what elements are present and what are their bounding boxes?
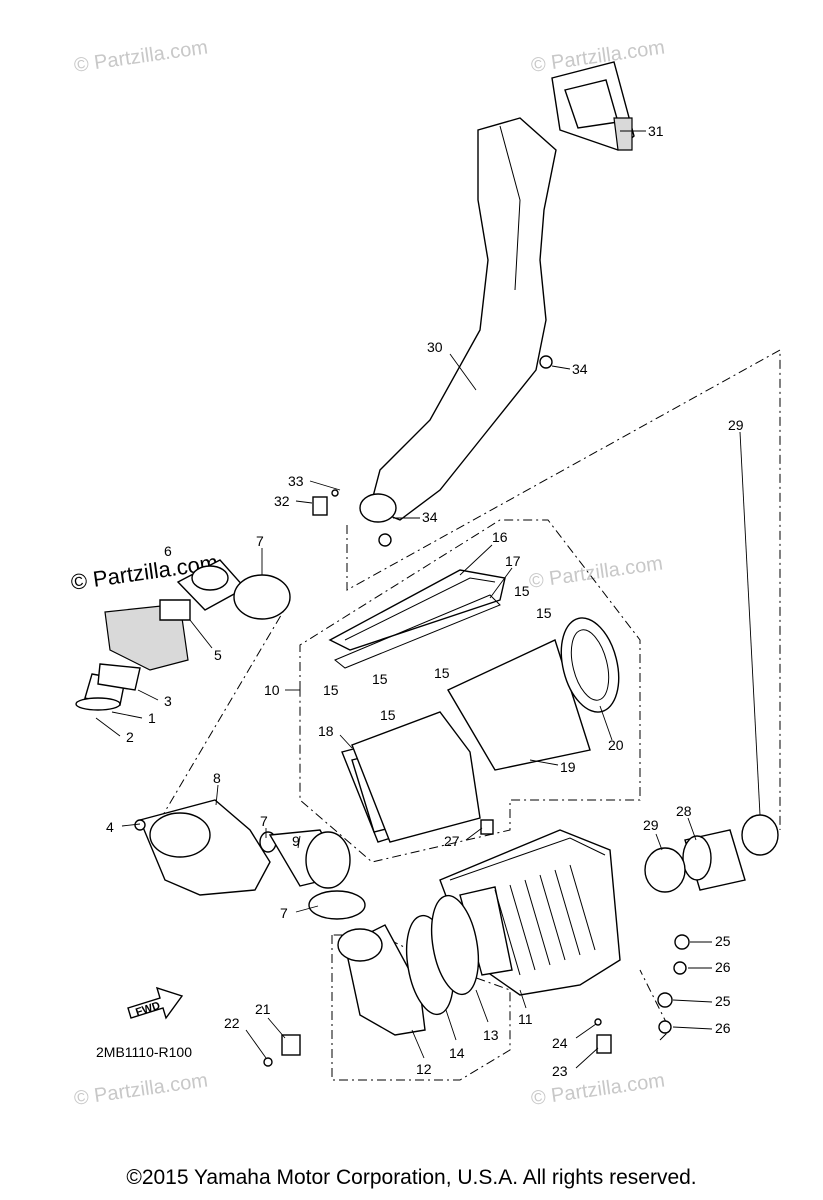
watermark: © Partzilla.com <box>528 552 665 593</box>
callout-25: 25 <box>715 993 731 1009</box>
part-9-joint-hose <box>268 829 351 889</box>
callout-2: 2 <box>126 729 134 745</box>
callout-31: 31 <box>648 123 664 139</box>
part-20-oval-frame <box>560 617 620 713</box>
part-30-intake-duct <box>359 117 557 523</box>
callout-12: 12 <box>416 1061 432 1077</box>
callout-25: 25 <box>715 933 731 949</box>
callout-33: 33 <box>288 473 304 489</box>
callout-15: 15 <box>380 707 396 723</box>
part-34-grommet <box>378 355 553 547</box>
leader-throttle-to-box <box>159 599 291 821</box>
callout-14: 14 <box>449 1045 465 1061</box>
part-11-air-box <box>439 829 621 996</box>
callout-23: 23 <box>552 1063 568 1079</box>
callout-7: 7 <box>256 533 264 549</box>
callout-15: 15 <box>323 682 339 698</box>
part-13-seal <box>430 894 480 996</box>
callout-34: 34 <box>572 361 588 377</box>
callout-15: 15 <box>536 605 552 621</box>
callout-15: 15 <box>514 583 530 599</box>
part-24-screw <box>594 1018 602 1026</box>
leader-duct-to-box <box>346 349 781 830</box>
callout-8: 8 <box>213 770 221 786</box>
callout-10: 10 <box>264 682 280 698</box>
callout-1: 1 <box>148 710 156 726</box>
callout-15: 15 <box>434 665 450 681</box>
part-33-screw <box>331 489 339 497</box>
callout-22: 22 <box>224 1015 240 1031</box>
part-27-fitting <box>480 819 494 835</box>
callout-4: 4 <box>106 819 114 835</box>
callout-24: 24 <box>552 1035 568 1051</box>
callout-17: 17 <box>505 553 521 569</box>
callout-labels: 31 30 34 33 32 34 16 17 15 15 15 15 15 1… <box>95 123 761 1079</box>
callout-30: 30 <box>427 339 443 355</box>
watermark: © Partzilla.com <box>73 1069 210 1110</box>
part-22-screw <box>263 1057 273 1067</box>
part-25-bolt <box>657 934 690 1008</box>
callout-3: 3 <box>164 693 172 709</box>
part-throttle-body-assembly <box>75 559 247 711</box>
part-28-joint <box>682 829 746 891</box>
callout-21: 21 <box>255 1001 271 1017</box>
callout-13: 13 <box>483 1027 499 1043</box>
fwd-label: FWD <box>134 1000 162 1019</box>
callout-26: 26 <box>715 1020 731 1036</box>
callout-18: 18 <box>318 723 334 739</box>
part-23-clip <box>596 1034 612 1054</box>
callout-29: 29 <box>728 417 744 433</box>
callout-11: 11 <box>518 1011 533 1027</box>
callout-19: 19 <box>560 759 576 775</box>
callout-28: 28 <box>676 803 692 819</box>
watermark: © Partzilla.com <box>530 1069 667 1110</box>
part-21-sensor <box>281 1034 301 1056</box>
part-17-gasket <box>334 594 501 669</box>
diagram-code: 2MB1110-R100 <box>96 1044 192 1060</box>
callout-7: 7 <box>280 905 288 921</box>
part-12-air-box-boot <box>337 924 426 1036</box>
callout-16: 16 <box>492 529 508 545</box>
part-31-duct-seal <box>551 61 635 151</box>
callout-34: 34 <box>422 509 438 525</box>
callout-6: 6 <box>164 543 172 559</box>
part-7-clamp <box>233 574 366 920</box>
watermark: © Partzilla.com <box>73 36 210 77</box>
callout-7: 7 <box>260 813 268 829</box>
callout-15: 15 <box>372 671 388 687</box>
callout-26: 26 <box>715 959 731 975</box>
callout-20: 20 <box>608 737 624 753</box>
callout-5: 5 <box>214 647 222 663</box>
part-29-clamp <box>644 814 779 893</box>
callout-29: 29 <box>643 817 659 833</box>
part-32-clip <box>312 496 328 516</box>
part-16-cover <box>328 569 506 651</box>
fwd-arrow: FWD <box>127 986 184 1020</box>
part-19-filter-element <box>351 639 591 843</box>
assembly-boundary-filter <box>299 519 641 863</box>
part-26-washer <box>658 961 687 1034</box>
callout-27: 27 <box>444 833 460 849</box>
callout-9: 9 <box>292 833 300 849</box>
part-8-airbox-boot <box>134 799 271 896</box>
callout-32: 32 <box>274 493 290 509</box>
copyright-notice: ©2015 Yamaha Motor Corporation, U.S.A. A… <box>126 1166 697 1189</box>
